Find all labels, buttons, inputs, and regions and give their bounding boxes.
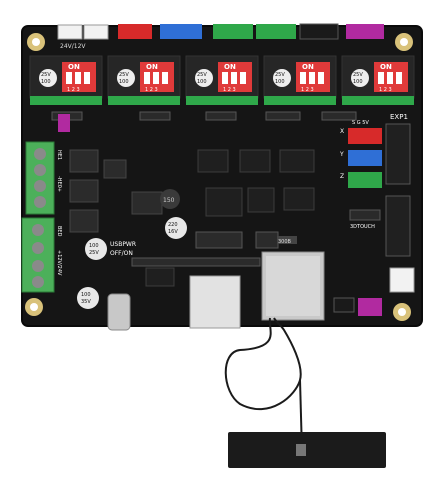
- usb-c-port: [107, 293, 131, 331]
- x-endstop-connector: [348, 128, 382, 144]
- dip-numbers: 1 2 3: [67, 87, 80, 93]
- black-connector: [333, 297, 355, 313]
- capacitor-value: 100: [275, 79, 285, 85]
- power-in-label: +12V/24V: [56, 250, 62, 276]
- electrolytic-capacitor: [165, 217, 187, 239]
- cap-label: 100: [89, 243, 99, 249]
- off-on-label: OFF/ON: [110, 250, 133, 257]
- cap-16v-label: 16V: [168, 229, 178, 235]
- capacitor-voltage: 25V: [275, 72, 285, 78]
- capacitor-value: 100: [353, 79, 363, 85]
- mosfets: [69, 149, 163, 233]
- dip-numbers: 1 2 3: [379, 87, 392, 93]
- capacitor-voltage: 25V: [197, 72, 207, 78]
- electrolytic-capacitor: [85, 238, 107, 260]
- exp1-label: EXP1: [390, 113, 408, 121]
- wifi-module: [261, 251, 325, 321]
- cap-label: 100: [81, 292, 91, 298]
- y-endstop-label: Y: [339, 151, 344, 158]
- white-connector: [389, 267, 415, 293]
- usb-power-label: USBPWR: [110, 241, 136, 248]
- inductor-label: 150: [163, 197, 175, 204]
- stepper-driver: [107, 55, 181, 105]
- small-chip-label: 300B: [278, 239, 292, 245]
- stepper-drivers: [29, 55, 415, 105]
- dip-numbers: 1 2 3: [145, 87, 158, 93]
- capacitor-voltage: 25V: [353, 72, 363, 78]
- antenna-patch: [228, 432, 386, 468]
- z-endstop-label: Z: [340, 173, 344, 180]
- magenta-jumper: [58, 114, 70, 132]
- heater-terminal-block: [25, 141, 55, 215]
- integrated-circuits: [145, 149, 315, 287]
- electrolytic-capacitor: [77, 287, 99, 309]
- bed-label: BED: [56, 226, 62, 237]
- x-endstop-label: X: [340, 128, 344, 135]
- 3dtouch-label: 3DTOUCH: [350, 224, 375, 230]
- capacitor-voltage: 25V: [41, 72, 51, 78]
- stepper-driver: [263, 55, 337, 105]
- pin-headers-middle: [131, 231, 279, 267]
- z-endstop-connector: [348, 172, 382, 188]
- stepper-driver: [29, 55, 103, 105]
- capacitor-value: 100: [197, 79, 207, 85]
- stepper-driver: [185, 55, 259, 105]
- stepper-driver: [341, 55, 415, 105]
- cap-label: 25V: [89, 250, 99, 256]
- top-connectors: [57, 23, 384, 40]
- antenna-cable: [224, 317, 302, 411]
- small-chip: [277, 236, 297, 244]
- capacitor-value: 100: [41, 79, 51, 85]
- top-header-label: 24V/12V: [60, 43, 86, 50]
- inductor: [160, 189, 180, 209]
- capacitor-voltage: 25V: [119, 72, 129, 78]
- y-endstop-connector: [348, 150, 382, 166]
- antenna-connector: [296, 444, 306, 456]
- mounting-holes: [25, 33, 413, 321]
- endstop-header-label: S G 5V: [352, 120, 369, 126]
- dip-on-label: ON: [68, 63, 80, 71]
- 3dtouch-header: [349, 209, 381, 221]
- magenta-connector: [358, 298, 382, 316]
- exp1-connector: [385, 123, 411, 185]
- heater-label: HE1: [56, 150, 62, 160]
- cap-label: 35V: [81, 299, 91, 305]
- dip-on-label: ON: [224, 63, 236, 71]
- dip-on-label: ON: [380, 63, 392, 71]
- dip-numbers: 1 2 3: [223, 87, 236, 93]
- dip-on-label: ON: [302, 63, 314, 71]
- power-terminal-block: [21, 217, 55, 293]
- exp2-connector: [385, 195, 411, 257]
- capacitor-value: 100: [119, 79, 129, 85]
- sd-card-slot: [189, 275, 241, 329]
- dip-on-label: ON: [146, 63, 158, 71]
- dip-numbers: 1 2 3: [301, 87, 314, 93]
- heater-b-label: -HE0+: [56, 176, 62, 192]
- cap-220-label: 220: [168, 222, 178, 228]
